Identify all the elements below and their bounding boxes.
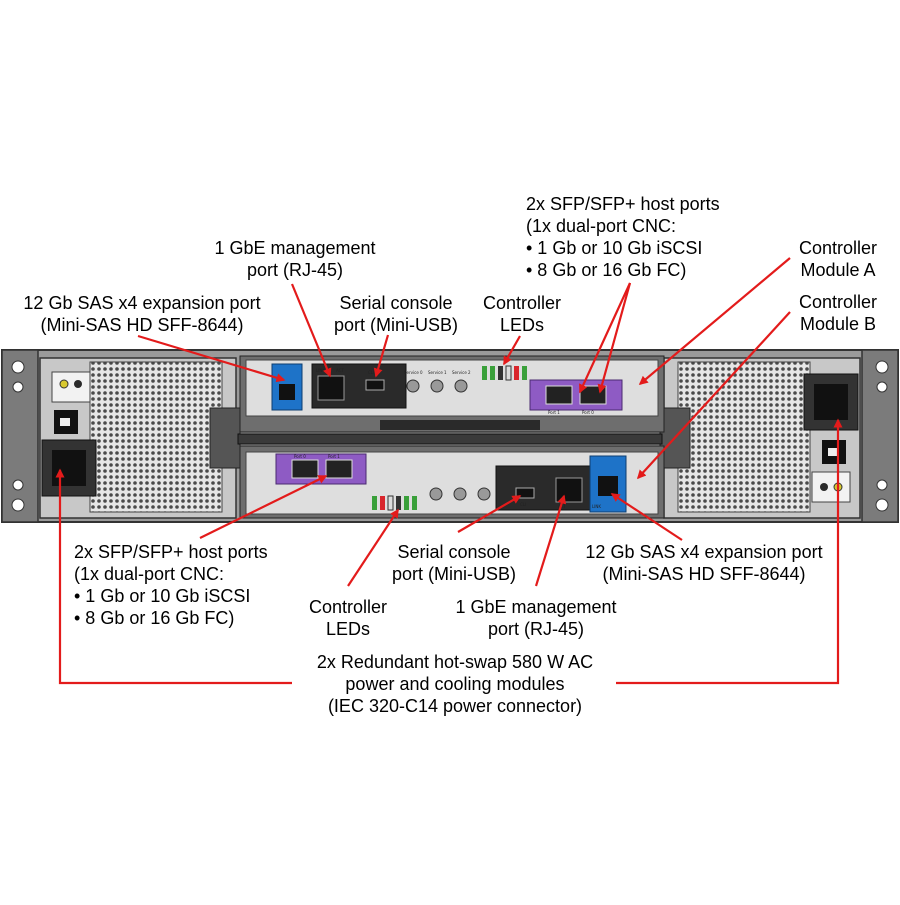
callout-arrows	[55, 257, 843, 685]
arrow-sas-top	[137, 334, 286, 383]
callout-mgmt-bottom-line1: 1 GbE management	[455, 597, 617, 617]
module-divider	[237, 433, 663, 445]
port-label-service0-a: Service 0	[404, 370, 423, 375]
arrow-sfp-top-1	[579, 282, 631, 394]
callout-mgmt-bottom: 1 GbE management port (RJ-45)	[428, 596, 644, 640]
port-label-port1-b: Port 1	[328, 454, 340, 459]
port-label-cli-b: CLI	[520, 502, 526, 507]
callout-mgmt-top-line1: 1 GbE management	[214, 238, 376, 258]
callout-sas-bottom: 12 Gb SAS x4 expansion port (Mini-SAS HD…	[556, 541, 852, 585]
arrow-mgmt-bottom	[534, 494, 567, 587]
callout-serial-top: Serial console port (Mini-USB)	[318, 292, 474, 336]
arrow-psu-left	[55, 468, 292, 685]
port-label-act-b: ACT	[558, 504, 566, 509]
callout-ctrl-a-line1: Controller	[798, 238, 878, 258]
callout-sfp-bottom: 2x SFP/SFP+ host ports (1x dual-port CNC…	[74, 541, 268, 629]
arrow-mgmt-top	[290, 283, 332, 378]
port-label-link-a: LINK	[316, 368, 325, 373]
callout-psu-line2: power and cooling modules	[345, 674, 565, 694]
callout-ctrl-a-line2: Module A	[800, 260, 876, 280]
mini-usb-port-b	[515, 487, 535, 499]
arrow-sas-bottom	[610, 493, 683, 541]
callout-leds-top-line1: Controller	[482, 293, 562, 313]
arrow-leds-bottom	[347, 508, 399, 587]
callout-serial-bottom-line2: port (Mini-USB)	[391, 564, 516, 584]
callout-ctrl-b-line2: Module B	[799, 314, 877, 334]
port-label-port0-b: Port 0	[294, 454, 306, 459]
callout-psu-line3: (IEC 320-C14 power connector)	[327, 696, 583, 716]
callout-sas-bottom-line1: 12 Gb SAS x4 expansion port	[585, 542, 823, 562]
callout-sfp-top: 2x SFP/SFP+ host ports (1x dual-port CNC…	[526, 193, 720, 281]
arrow-ctrl-b	[636, 311, 791, 480]
callout-serial-top-line1: Serial console	[339, 293, 453, 313]
controller-module-a	[239, 355, 665, 433]
callout-serial-bottom-line1: Serial console	[397, 542, 511, 562]
callout-sas-bottom-line2: (Mini-SAS HD SFF-8644)	[602, 564, 806, 584]
callout-ctrl-b: Controller Module B	[780, 291, 896, 335]
port-label-link-b: LINK	[592, 504, 601, 509]
callout-sfp-top-line4: • 8 Gb or 16 Gb FC)	[526, 260, 687, 280]
callout-psu-line1: 2x Redundant hot-swap 580 W AC	[316, 652, 594, 672]
port-label-act-a: ACT	[336, 368, 344, 373]
callout-ctrl-a: Controller Module A	[780, 237, 896, 281]
mini-usb-port-a	[365, 379, 385, 391]
callout-sfp-bottom-line4: • 8 Gb or 16 Gb FC)	[74, 608, 235, 628]
arrow-psu-right	[616, 418, 843, 685]
callout-leds-top: Controller LEDs	[470, 292, 574, 336]
callout-leds-bottom: Controller LEDs	[292, 596, 404, 640]
callout-sfp-bottom-line3: • 1 Gb or 10 Gb iSCSI	[74, 586, 251, 606]
port-labels: LINK ACT CLI Service 0 Service 1 Service…	[294, 368, 601, 509]
callout-ctrl-b-line1: Controller	[798, 292, 878, 312]
callout-sas-top-line1: 12 Gb SAS x4 expansion port	[23, 293, 261, 313]
psu-right	[659, 357, 861, 519]
rj45-port-a	[317, 375, 345, 401]
callout-sfp-top-line3: • 1 Gb or 10 Gb iSCSI	[526, 238, 703, 258]
callout-serial-top-line2: port (Mini-USB)	[333, 315, 458, 335]
callout-psu: 2x Redundant hot-swap 580 W AC power and…	[296, 651, 614, 717]
callout-sfp-top-line1: 2x SFP/SFP+ host ports	[526, 194, 720, 214]
callout-sas-top-line2: (Mini-SAS HD SFF-8644)	[40, 315, 244, 335]
callout-mgmt-top: 1 GbE management port (RJ-45)	[190, 237, 400, 281]
sfp-card-a	[529, 379, 623, 411]
callout-sfp-bottom-line2: (1x dual-port CNC:	[74, 564, 225, 584]
arrow-sfp-top-2	[597, 282, 632, 394]
psu-left	[39, 357, 241, 519]
arrow-sfp-bottom	[199, 475, 328, 539]
callout-leds-bottom-line1: Controller	[308, 597, 388, 617]
port-label-service2-a: Service 2	[452, 370, 471, 375]
rj45-port-b	[555, 477, 583, 503]
port-label-cli-a: CLI	[368, 370, 374, 375]
arrow-serial-top	[373, 334, 390, 378]
callout-sfp-top-line2: (1x dual-port CNC:	[526, 216, 677, 236]
port-label-port0-a: Port 0	[582, 410, 594, 415]
callout-mgmt-top-line2: port (RJ-45)	[246, 260, 344, 280]
callout-serial-bottom: Serial console port (Mini-USB)	[374, 541, 534, 585]
port-label-service1-a: Service 1	[428, 370, 447, 375]
arrow-serial-bottom	[457, 495, 522, 533]
port-label-port1-a: Port 1	[548, 410, 560, 415]
callout-leds-bottom-line2: LEDs	[325, 619, 370, 639]
callout-leds-top-line2: LEDs	[499, 315, 544, 335]
callout-mgmt-bottom-line2: port (RJ-45)	[487, 619, 585, 639]
callout-sas-top: 12 Gb SAS x4 expansion port (Mini-SAS HD…	[2, 292, 282, 336]
callout-sfp-bottom-line1: 2x SFP/SFP+ host ports	[74, 542, 268, 562]
arrow-ctrl-a	[638, 257, 791, 385]
arrow-leds-top	[503, 335, 521, 366]
